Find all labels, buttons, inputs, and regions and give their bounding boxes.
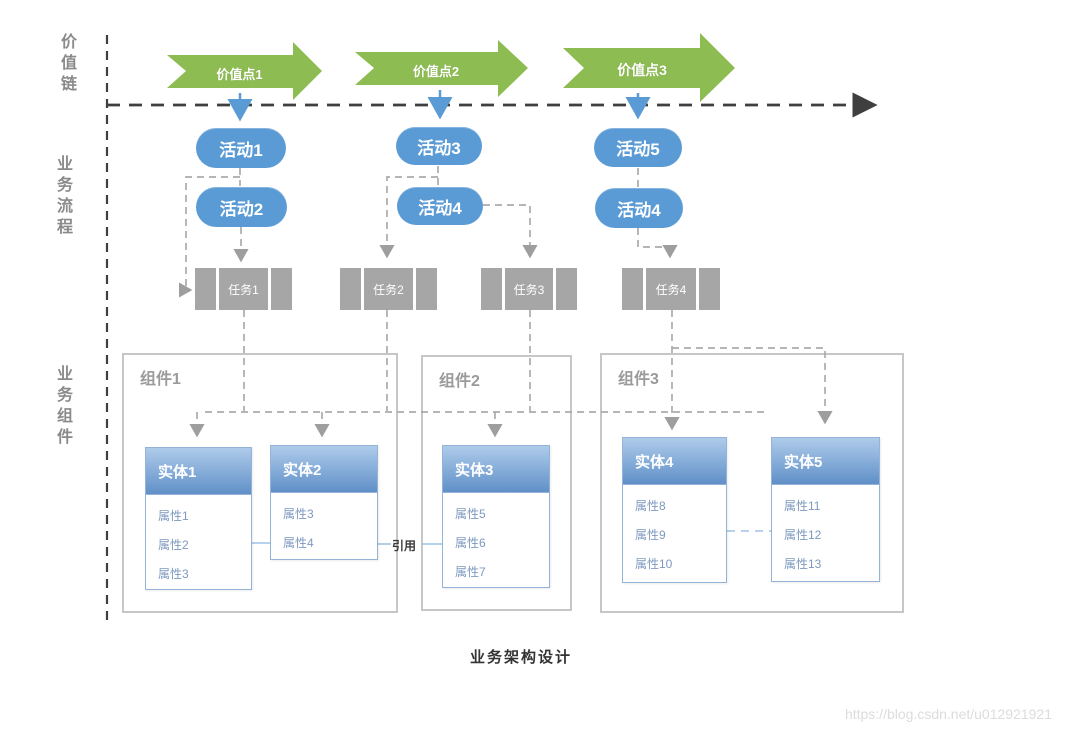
value-point-arrow-3 xyxy=(563,33,735,102)
task-bar-2: 任务2 xyxy=(340,268,437,310)
attribute: 属性7 xyxy=(455,565,486,579)
entity-box-1: 实体1 属性1 属性2 属性3 xyxy=(145,447,252,590)
task-segment xyxy=(556,268,577,310)
connector-branch-task1-left xyxy=(178,176,240,298)
task-label: 任务3 xyxy=(505,268,553,310)
attribute: 属性2 xyxy=(158,538,189,552)
attribute: 属性6 xyxy=(455,536,486,550)
entity-relations xyxy=(252,530,771,545)
value-point-1-label: 价值点1 xyxy=(216,67,263,82)
task-segment xyxy=(195,268,216,310)
row-label-value-chain: 价值链 xyxy=(58,33,75,96)
task-label: 任务1 xyxy=(219,268,268,310)
entity-attributes: 属性8 属性9 属性10 xyxy=(623,485,726,579)
row-label-business-component: 业务组件 xyxy=(54,365,71,449)
connector-activity3-task2 xyxy=(379,176,438,259)
entity-attributes: 属性1 属性2 属性3 xyxy=(146,495,251,589)
entity-attributes: 属性3 属性4 xyxy=(271,493,377,558)
watermark-text: https://blog.csdn.net/u012921921 xyxy=(844,706,1052,722)
attribute: 属性12 xyxy=(784,528,822,542)
activity-pill-5: 活动5 xyxy=(594,128,682,167)
entity-box-3: 实体3 属性5 属性6 属性7 xyxy=(442,445,550,588)
attribute: 属性11 xyxy=(784,499,821,513)
entity-header: 实体2 xyxy=(271,446,377,493)
attribute: 属性13 xyxy=(784,557,822,571)
task-segment xyxy=(622,268,643,310)
value-point-arrow-1 xyxy=(167,42,322,100)
task-segment xyxy=(699,268,720,310)
activity-pill-1: 活动1 xyxy=(196,128,286,168)
attribute: 属性9 xyxy=(635,528,666,542)
entity-box-4: 实体4 属性8 属性9 属性10 xyxy=(622,437,727,583)
component-label: 组件2 xyxy=(439,373,480,390)
entity-header: 实体5 xyxy=(772,438,879,485)
attribute: 属性10 xyxy=(635,557,673,571)
task-bar-4: 任务4 xyxy=(622,268,720,310)
connector-task4-entity5 xyxy=(672,347,833,425)
activity-pill-3: 活动3 xyxy=(396,127,482,165)
attribute: 属性5 xyxy=(455,507,486,521)
task-label: 任务2 xyxy=(364,268,413,310)
attribute: 属性8 xyxy=(635,499,666,513)
connector-activity4-task4 xyxy=(637,228,678,259)
process-connectors xyxy=(178,166,833,438)
task-label: 任务4 xyxy=(646,268,696,310)
entity-header: 实体3 xyxy=(443,446,549,493)
attribute: 属性3 xyxy=(158,567,189,581)
activity-pill-6: 活动4 xyxy=(595,188,683,228)
task-segment xyxy=(416,268,437,310)
attribute: 属性3 xyxy=(283,507,314,521)
component-label: 组件3 xyxy=(618,371,659,388)
entity-attributes: 属性11 属性12 属性13 xyxy=(772,485,879,579)
entity-box-2: 实体2 属性3 属性4 xyxy=(270,445,378,560)
value-point-2-label: 价值点2 xyxy=(412,64,460,79)
task-segment xyxy=(340,268,361,310)
connector-activity4-task3 xyxy=(483,204,538,259)
task-bar-3: 任务3 xyxy=(481,268,577,310)
value-point-3-label: 价值点3 xyxy=(617,62,667,78)
task-bar-1: 任务1 xyxy=(195,268,292,310)
task-segment xyxy=(481,268,502,310)
reference-label: 引用 xyxy=(392,539,417,553)
value-point-arrow-2 xyxy=(355,40,528,97)
entity-header: 实体4 xyxy=(623,438,726,485)
task-segment xyxy=(271,268,292,310)
activity-pill-4: 活动4 xyxy=(397,187,483,225)
activity-pill-2: 活动2 xyxy=(196,187,287,227)
component-label: 组件1 xyxy=(140,371,181,388)
row-label-business-process: 业务流程 xyxy=(54,155,71,239)
attribute: 属性4 xyxy=(283,536,314,550)
entity-attributes: 属性5 属性6 属性7 xyxy=(443,493,549,587)
attribute: 属性1 xyxy=(158,509,189,523)
diagram-caption: 业务架构设计 xyxy=(469,649,572,666)
entity-box-5: 实体5 属性11 属性12 属性13 xyxy=(771,437,880,582)
entity-header: 实体1 xyxy=(146,448,251,495)
